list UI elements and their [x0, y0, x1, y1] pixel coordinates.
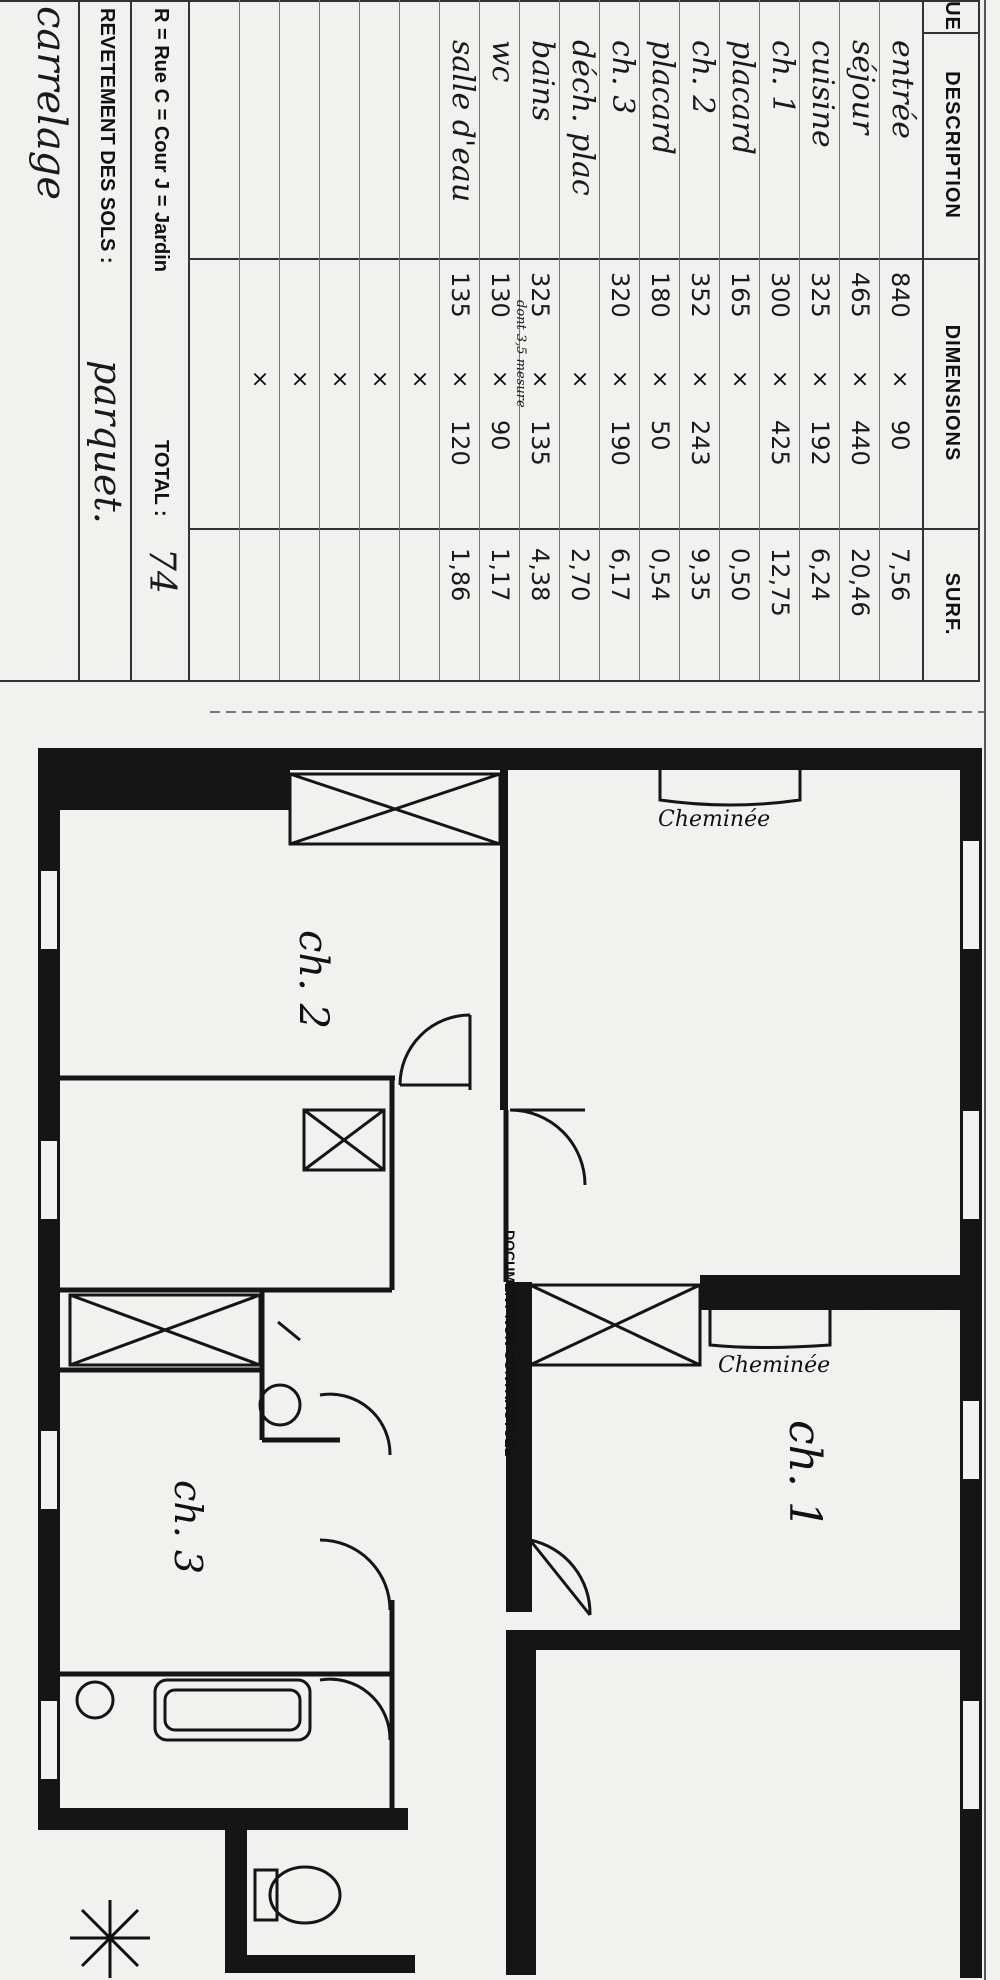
chimney-label-1: Cheminée — [658, 807, 770, 832]
non-contractual-note: DOCUMENT NON CONTRACTUEL — [502, 1230, 518, 1457]
room-label-ch2: ch. 2 — [290, 930, 336, 1029]
room-label-ch3: ch. 3 — [166, 1480, 210, 1574]
room-label-ch1: ch. 1 — [779, 1420, 830, 1529]
chimney-label-2: Cheminée — [718, 1353, 830, 1378]
compass-icon — [70, 1900, 150, 1978]
